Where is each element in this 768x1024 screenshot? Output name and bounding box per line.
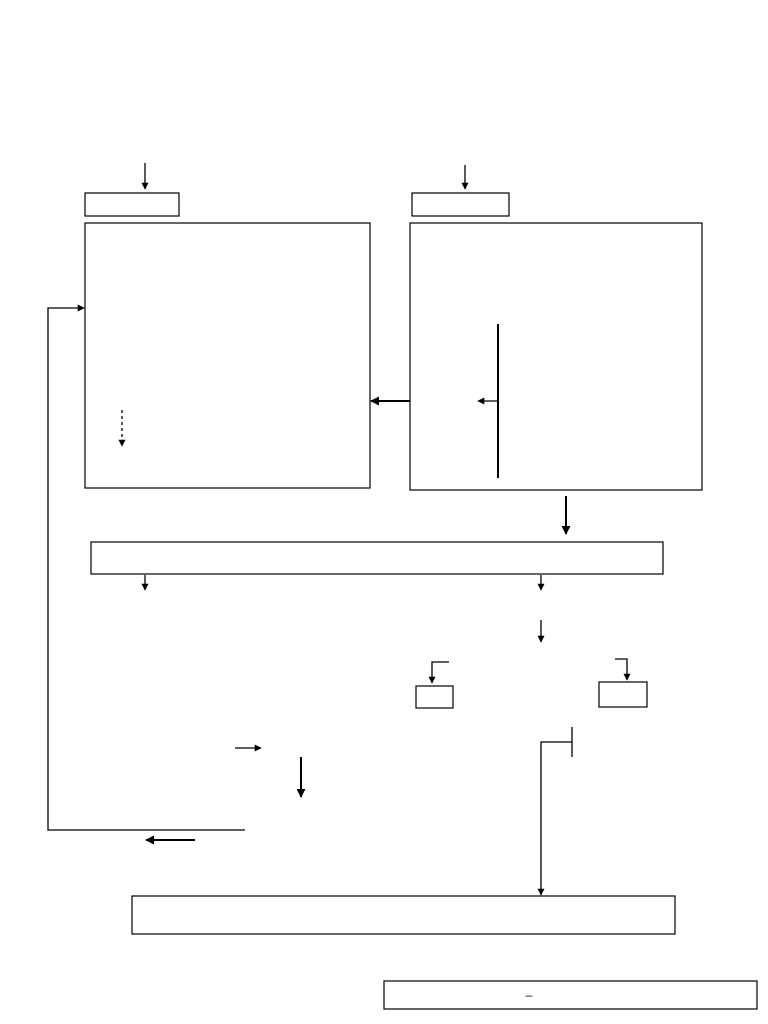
small-box-left <box>415 685 454 709</box>
footer-box-text: – <box>526 988 533 1002</box>
right-label-box <box>411 192 510 217</box>
right-main-box <box>409 222 703 491</box>
footer-box <box>383 980 758 1010</box>
bottom-wide-box <box>131 895 676 935</box>
connector-to-bottom-box <box>537 741 572 896</box>
elbow-arrow-small-left <box>428 661 449 684</box>
elbow-arrow-small-right <box>615 658 631 681</box>
left-main-box <box>84 222 371 489</box>
feedback-loop <box>47 304 245 831</box>
left-label-box <box>84 192 180 217</box>
middle-wide-box <box>90 541 664 575</box>
small-box-right <box>598 681 648 708</box>
